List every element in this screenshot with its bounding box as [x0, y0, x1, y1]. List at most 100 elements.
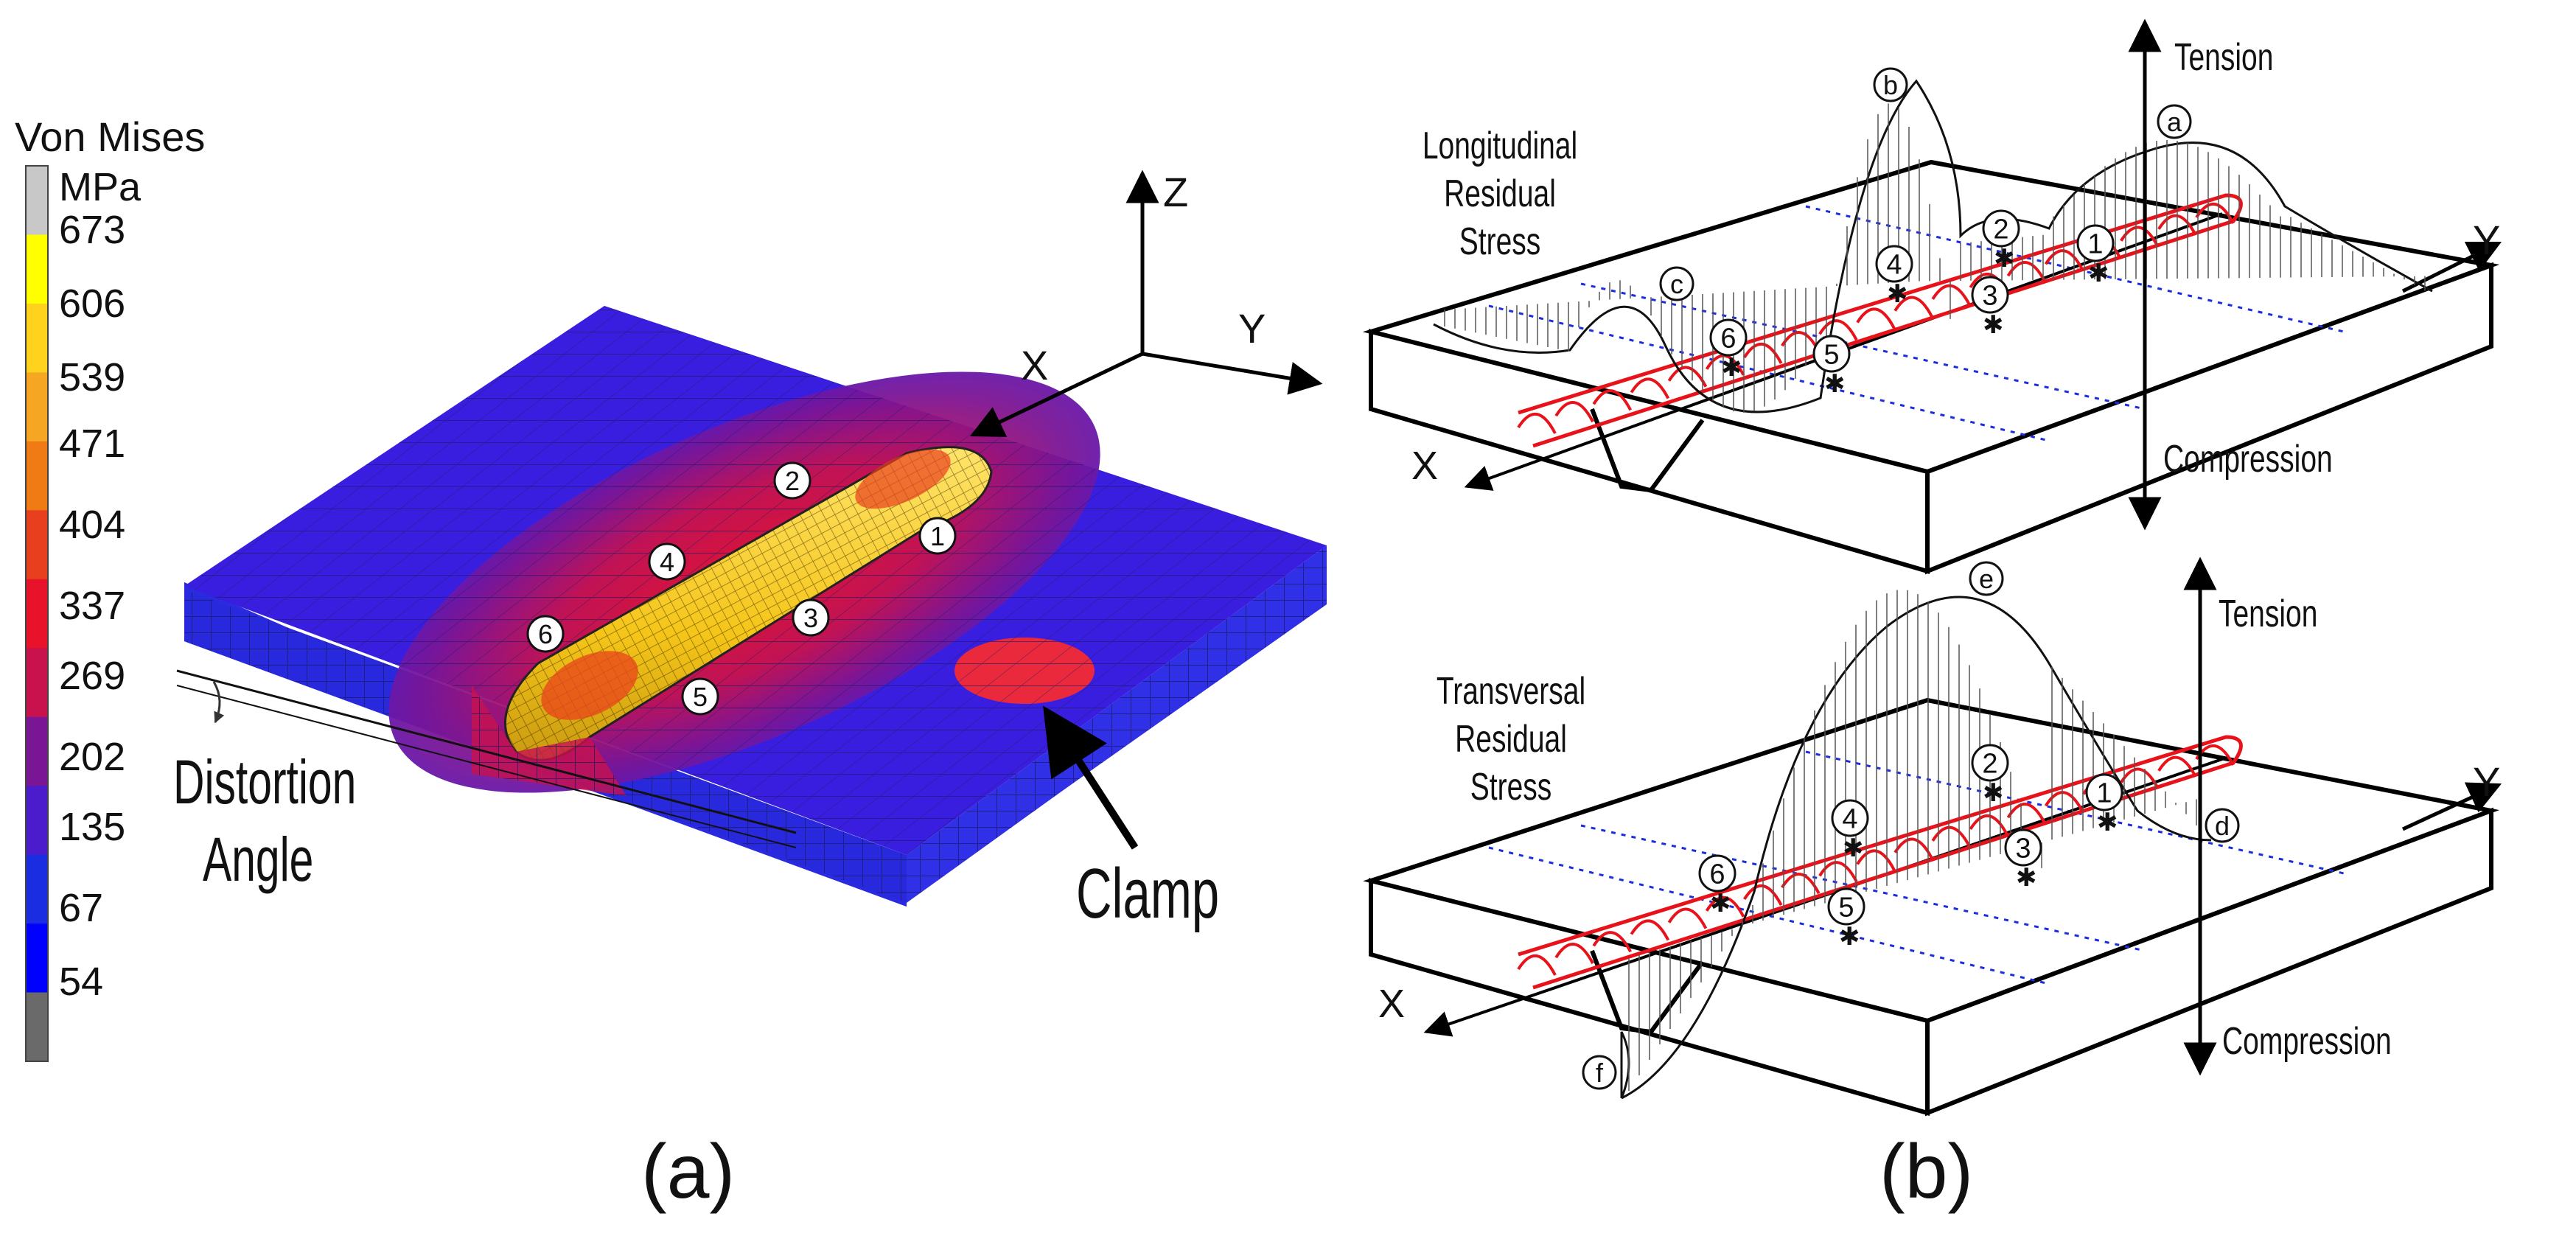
svg-text:4: 4	[1842, 804, 1857, 835]
bottom-title-line3: Stress	[1470, 764, 1552, 808]
point-marker: 5	[681, 677, 719, 716]
top-title-line1: Longitudinal	[1423, 123, 1577, 167]
legend-color-bar	[25, 165, 49, 1062]
legend-swatch	[26, 166, 48, 236]
measurement-star: ✱	[1983, 311, 2004, 339]
top-title-line2: Residual	[1444, 171, 1556, 214]
top-compression-label: Compression	[2163, 436, 2333, 480]
svg-text:3: 3	[803, 603, 818, 633]
measurement-star: ✱	[1839, 923, 1860, 951]
bottom-compression-label: Compression	[2222, 1019, 2392, 1062]
panel-a-caption: (a)	[641, 1129, 735, 1215]
legend-swatch	[26, 648, 48, 718]
panel-b-caption: (b)	[1879, 1129, 1973, 1215]
measurement-star: ✱	[1887, 280, 1908, 308]
plate-bottom-groove	[1590, 949, 1705, 1035]
distortion-reference-line	[176, 669, 797, 834]
point-marker: 4	[648, 542, 686, 581]
plate-top: X Y Tension Compression Longitudinal Res…	[1362, 18, 2502, 575]
point-marker: 3	[1971, 276, 2009, 314]
measurement-star: ✱	[2088, 259, 2109, 287]
plate-bottom-y-axis	[2401, 782, 2502, 831]
legend-swatch	[26, 786, 48, 856]
svg-text:a: a	[2167, 107, 2182, 137]
clamp-label: Clamp	[1076, 853, 1219, 933]
curve-label: e	[1969, 561, 2004, 596]
legend-title: Von Mises	[15, 114, 205, 160]
plate-top-right	[1925, 262, 2493, 575]
legend-swatch	[26, 372, 48, 442]
curve-label: c	[1659, 266, 1694, 301]
legend-swatch	[26, 716, 48, 787]
measurement-star: ✱	[1983, 779, 2004, 807]
z-axis-label: Z	[1163, 169, 1188, 215]
point-marker: 1	[2085, 773, 2123, 811]
top-tension-label: Tension	[2174, 35, 2273, 78]
measurement-star: ✱	[1824, 370, 1846, 398]
svg-text:5: 5	[693, 682, 708, 712]
bottom-title-line1: Transversal	[1437, 668, 1585, 712]
top-plate-points: ✱1✱2✱3✱4✱5✱6	[1709, 209, 2115, 398]
legend-tick-label: 606	[59, 282, 125, 326]
svg-text:2: 2	[1982, 749, 1997, 780]
legend-tick-label: 673	[59, 208, 125, 252]
longitudinal-stress-curve	[1433, 79, 2433, 413]
legend-unit: MPa	[59, 165, 142, 209]
legend-swatch	[26, 923, 48, 994]
legend-tick-label: 337	[59, 584, 125, 628]
y-axis-arrow	[1142, 352, 1323, 395]
measurement-star: ✱	[2097, 809, 2118, 837]
legend-tick-label: 54	[59, 960, 103, 1004]
legend-tick-label: 404	[59, 503, 125, 547]
point-marker: 3	[792, 598, 830, 637]
svg-text:1: 1	[930, 521, 945, 551]
plate-top-x-label: X	[1411, 444, 1438, 488]
distortion-angle-arc	[212, 681, 225, 724]
measurement-star: ✱	[1721, 354, 1742, 382]
point-marker: 6	[526, 615, 565, 653]
transversal-stress-curve	[1621, 596, 2212, 1100]
svg-text:4: 4	[660, 547, 674, 577]
measurement-star: ✱	[1710, 890, 1731, 918]
point-marker: 2	[1982, 209, 2020, 248]
legend-tick-label: 471	[59, 422, 125, 466]
bottom-tension-label: Tension	[2219, 591, 2317, 635]
legend-tick-label: 67	[59, 886, 103, 930]
point-marker: 4	[1831, 799, 1869, 837]
svg-text:6: 6	[538, 619, 553, 649]
plate-bottom-y-label: Y	[2473, 758, 2500, 805]
bottom-title-line2: Residual	[1455, 716, 1567, 760]
curve-label: b	[1873, 67, 1908, 102]
panel-a-points: 1 2 3 4 5 6	[526, 461, 957, 716]
curve-label: d	[2205, 808, 2240, 843]
svg-text:f: f	[1596, 1058, 1604, 1088]
curve-label: f	[1582, 1055, 1617, 1090]
plate-bottom-x-label: X	[1378, 982, 1405, 1026]
curve-label: a	[2157, 104, 2192, 139]
x-axis-label: X	[1021, 342, 1048, 388]
plate-bottom: X Y Tension Compression Transversal Resi…	[1363, 556, 2502, 1117]
point-marker: 1	[918, 517, 957, 555]
point-marker: 2	[773, 461, 811, 500]
legend-swatch	[26, 303, 48, 374]
panel-a-axes: Z Y X	[969, 169, 1323, 437]
plate-top-y-label: Y	[2473, 217, 2500, 263]
legend-swatch	[26, 992, 48, 1062]
clamp-arrow	[1043, 705, 1139, 850]
svg-text:b: b	[1883, 70, 1898, 100]
plate-top-groove	[1590, 408, 1705, 493]
svg-text:3: 3	[1982, 281, 1997, 312]
legend-tick-label: 135	[59, 805, 125, 849]
point-marker: 3	[2004, 828, 2042, 867]
top-curve-labels: a b c	[1659, 67, 2192, 301]
x-axis-arrow	[969, 352, 1144, 437]
point-marker: 5	[1812, 335, 1851, 373]
von-mises-legend: Von Mises MPa 67360653947140433726920213…	[15, 114, 205, 1062]
legend-tick-label: 269	[59, 654, 125, 698]
plate-bottom-bead	[1518, 735, 2243, 990]
svg-text:2: 2	[785, 466, 800, 496]
y-axis-label: Y	[1238, 305, 1266, 352]
svg-text:1: 1	[2087, 229, 2103, 260]
